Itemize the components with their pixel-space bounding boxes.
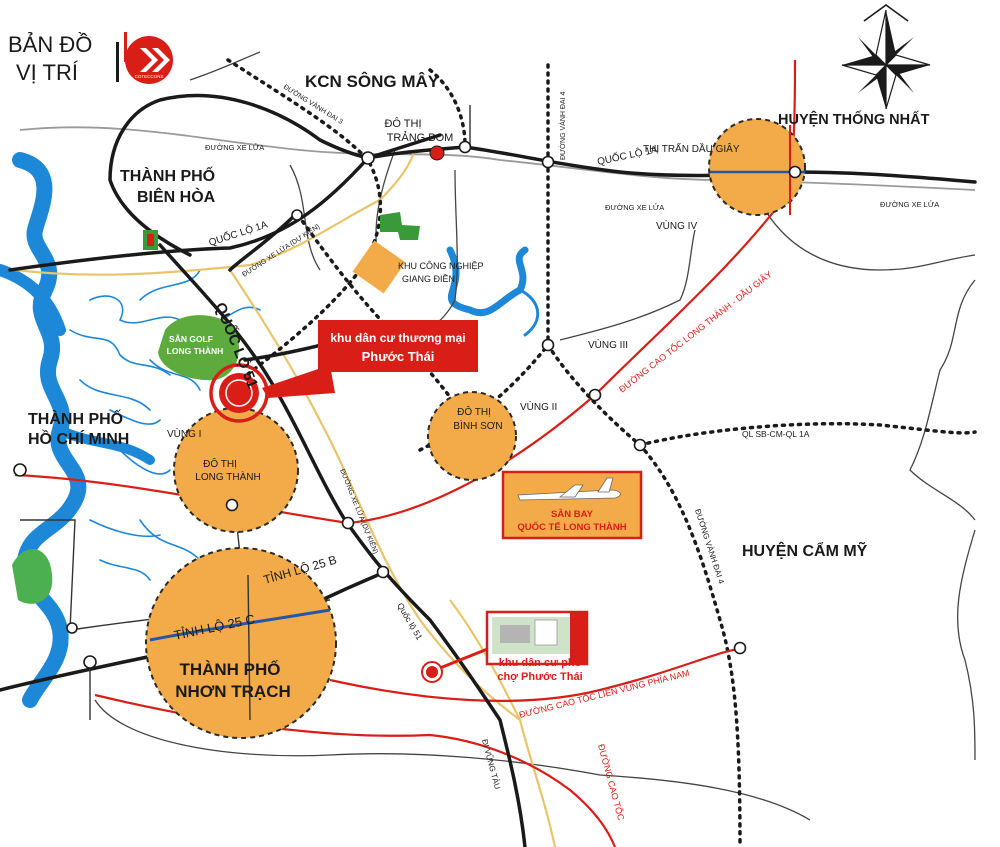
district-boundaries xyxy=(94,51,976,821)
label-tp-bien-hoa-1: THÀNH PHỐ xyxy=(120,165,215,185)
river-branch-2 xyxy=(55,425,155,465)
label-kcn-giang-dien-2: GIANG ĐIỀN xyxy=(402,274,455,284)
kcn-giang-dien-area xyxy=(352,240,406,294)
callout-cho-phuoc-thai[interactable]: khu dân cư phố chợ Phước Thái xyxy=(485,610,589,683)
compass-rose-icon xyxy=(841,4,931,110)
label-vung-2: VÙNG II xyxy=(520,400,557,413)
airport-line2: QUỐC TẾ LONG THÀNH xyxy=(517,521,626,533)
zone-long-thanh xyxy=(173,407,299,533)
label-long-thanh-1: ĐÔ THỊ xyxy=(203,457,237,470)
cao-toc-south xyxy=(94,693,617,847)
giang-dien-river xyxy=(446,246,529,317)
vanh-dai-4-route xyxy=(546,63,742,847)
project-marker-cho-phuoc-thai[interactable] xyxy=(421,646,491,683)
callout-phuoc-thai-line1: khu dân cư thương mại xyxy=(330,331,465,345)
green-islet xyxy=(12,548,53,604)
label-xe-lua-2: ĐƯỜNG XE LỬA xyxy=(605,203,664,212)
place-labels: KCN SÔNG MÂY ĐÔ THỊ TRẢNG BOM HUYỆN THỐN… xyxy=(28,72,930,701)
callout-airport[interactable]: SÂN BAY QUỐC TẾ LONG THÀNH xyxy=(501,470,643,540)
label-cao-toc: ĐƯỜNG CAO TỐC xyxy=(596,743,627,822)
river-system xyxy=(0,152,540,708)
label-ql1a-2: QUỐC LỘ 1A xyxy=(596,141,659,167)
header-title-line1: BẢN ĐỒ xyxy=(8,32,92,57)
planned-roads xyxy=(226,58,977,847)
label-thi-tran-dau-giay: THỊ TRẤN DẦU GIÂY xyxy=(643,142,740,155)
label-xe-lua-3: ĐƯỜNG XE LỬA xyxy=(880,200,939,209)
callout-cho-line1: khu dân cư phố xyxy=(499,657,582,669)
label-nhon-trach-1: THÀNH PHỐ xyxy=(179,659,280,679)
river-tributaries xyxy=(69,269,261,581)
callout-phuoc-thai-line2: Phước Thái xyxy=(362,349,435,364)
kcn-song-may-route xyxy=(428,68,467,147)
quoc-lo-51 xyxy=(158,243,527,847)
callout-phuoc-thai[interactable]: khu dân cư thương mại Phước Thái xyxy=(318,320,478,372)
label-cao-toc-lt-dg: ĐƯỜNG CAO TỐC LONG THÀNH - DẦU GIÂY xyxy=(616,268,773,394)
label-di-vung-tau: ĐI VŨNG TÀU xyxy=(480,738,502,790)
label-huyen-thong-nhat: HUYỆN THỐNG NHẤT xyxy=(778,110,930,128)
quoc-lo-1a xyxy=(8,145,977,272)
zone-binh-son xyxy=(427,391,517,481)
callout-cho-line2: chợ Phước Thái xyxy=(497,671,582,683)
bien-hoa-ring xyxy=(108,93,370,257)
label-kcn-giang-dien-1: KHU CÔNG NGHIỆP xyxy=(398,261,484,271)
label-vanh-dai-4-bottom: ĐƯỜNG VÀNH ĐAI 4 xyxy=(693,508,726,586)
trang-bom-marker xyxy=(429,145,445,161)
label-kcn-song-may: KCN SÔNG MÂY xyxy=(305,72,440,91)
ql-sb-route xyxy=(638,421,977,447)
junctions xyxy=(13,140,802,669)
label-long-thanh-2: LONG THÀNH xyxy=(195,470,260,483)
label-binh-son-1: ĐÔ THỊ xyxy=(457,405,491,418)
label-vung-4: VÙNG IV xyxy=(656,219,697,232)
label-tp-bien-hoa-2: BIÊN HÒA xyxy=(137,187,216,206)
map-header: BẢN ĐỒ VỊ TRÍ COTECCONS xyxy=(8,32,173,85)
label-nhon-trach-2: NHƠN TRẠCH xyxy=(175,682,291,701)
airplane-icon xyxy=(517,477,621,501)
header-title-line2: VỊ TRÍ xyxy=(16,60,79,85)
label-ql-sb: QL SB-CM-QL 1A xyxy=(742,429,810,439)
airport-line1: SÂN BAY xyxy=(551,508,594,520)
label-vanh-dai-4-top: ĐƯỜNG VÀNH ĐAI 4 xyxy=(558,92,567,160)
label-trang-bom-1: ĐÔ THỊ xyxy=(384,117,421,130)
vanh-dai-3-route xyxy=(226,58,383,382)
zone-dau-giay xyxy=(708,118,806,216)
road-north-east xyxy=(366,133,442,160)
label-xe-lua-1: ĐƯỜNG XE LỬA xyxy=(205,143,264,152)
label-vung-3: VÙNG III xyxy=(588,338,628,351)
zone-labels: VÙNG I VÙNG II VÙNG III VÙNG IV xyxy=(167,219,697,440)
label-san-golf-2: LONG THÀNH xyxy=(167,346,224,356)
label-huyen-cam-my: HUYỆN CẨM MỸ xyxy=(742,540,868,560)
zone-nhon-trach xyxy=(145,547,337,739)
label-binh-son-2: BÌNH SƠN xyxy=(453,419,502,432)
golf-course xyxy=(158,315,239,381)
brand-logo-icon xyxy=(125,36,173,84)
cao-toc-lien-vung xyxy=(329,646,746,702)
giang-dien-tributary xyxy=(518,288,540,337)
kcn-green-area xyxy=(380,212,420,240)
river-branch-1 xyxy=(0,264,66,336)
label-san-golf-1: SÂN GOLF xyxy=(169,333,213,344)
bien-hoa-marker-inner xyxy=(147,234,154,246)
project-marker-phuoc-thai[interactable] xyxy=(209,363,335,423)
label-vung-1: VÙNG I xyxy=(167,427,201,440)
label-trang-bom-2: TRẢNG BOM xyxy=(387,131,454,144)
label-tp-hcm-1: THÀNH PHỐ xyxy=(28,408,123,428)
brand-logo-text: COTECCONS xyxy=(135,74,164,79)
road-25b-link xyxy=(228,213,297,272)
label-tp-hcm-2: HỒ CHÍ MINH xyxy=(28,429,129,448)
